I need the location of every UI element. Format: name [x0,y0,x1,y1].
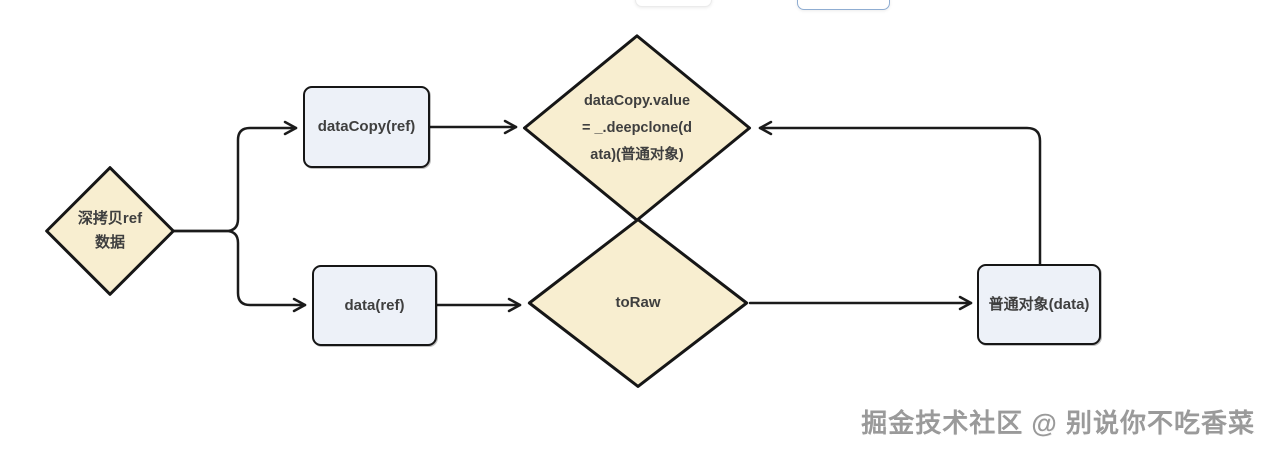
node-label: data(ref) [344,296,405,314]
node-plain-object-rect: 普通对象(data) [977,264,1101,345]
node-label: 普通对象(data) [988,295,1090,313]
node-datacopy-rect: dataCopy(ref) [303,86,430,168]
diamond-shape [44,165,176,297]
partial-button-right[interactable] [797,0,890,10]
connector-start-to-data [172,229,307,313]
connector-start-to-datacopy [172,120,298,233]
connector-plainobject-to-deepclone [758,120,1042,266]
node-label: 深拷贝ref 数据 [77,210,143,251]
node-label: toRaw [615,294,661,311]
watermark-text: 掘金技术社区 @ 别说你不吃香菜 [861,408,1255,438]
node-toraw-diamond: toRaw [526,217,750,389]
diamond-shape [526,217,750,389]
node-label: dataCopy.value = _.deepclone(d ata)(普通对象… [582,92,692,163]
node-deepclone-diamond: dataCopy.value = _.deepclone(d ata)(普通对象… [521,33,753,223]
node-data-rect: data(ref) [312,265,437,346]
node-start-diamond: 深拷贝ref 数据 [44,165,176,297]
node-label: dataCopy(ref) [317,118,416,135]
